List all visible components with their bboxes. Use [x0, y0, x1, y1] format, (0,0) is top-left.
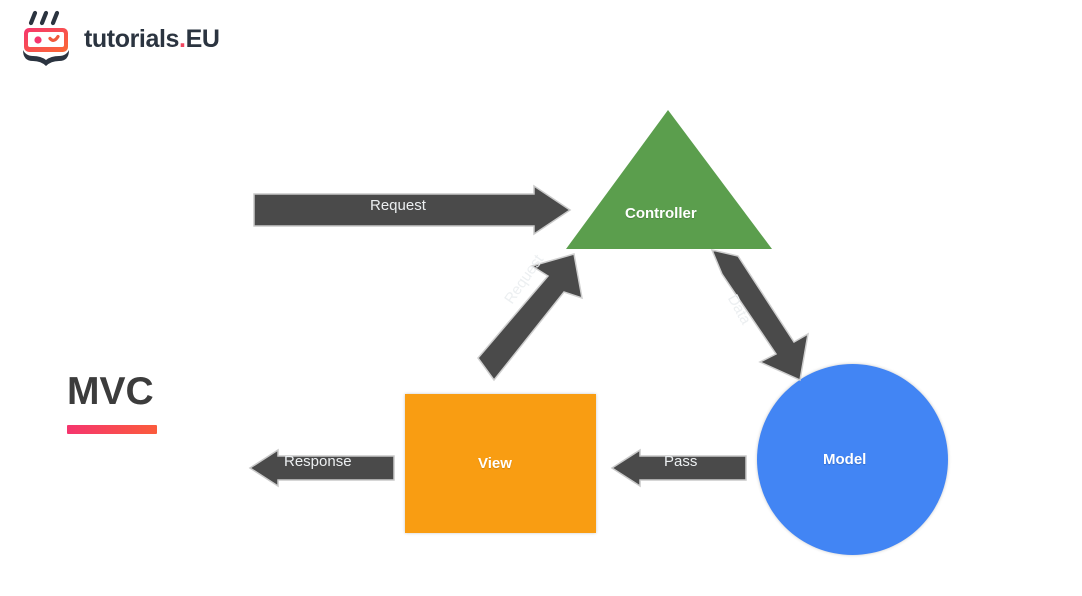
arrow-data: Data: [708, 248, 812, 382]
brand-separator: .: [179, 24, 186, 53]
brand-name: tutorials: [84, 24, 180, 53]
node-view-label: View: [478, 455, 512, 472]
arrow-pass: Pass: [610, 448, 748, 488]
page-title: MVC: [67, 370, 154, 413]
brand-suffix: EU: [185, 24, 220, 53]
arrow-response-label: Response: [284, 453, 352, 470]
node-model: [757, 364, 948, 555]
brand-logo: tutorials.EU: [18, 10, 220, 68]
node-controller: [566, 110, 772, 249]
node-model-label: Model: [823, 451, 867, 468]
page-title-block: MVC: [67, 370, 247, 434]
arrow-request-top: Request: [252, 184, 572, 236]
title-underline-accent: [67, 424, 157, 434]
brand-wordmark: tutorials.EU: [84, 24, 220, 53]
arrow-pass-label: Pass: [664, 453, 698, 470]
node-controller-label: Controller: [625, 205, 697, 222]
arrow-response: Response: [248, 448, 396, 488]
arrow-request-diagonal: Request: [477, 252, 590, 382]
tutorials-eu-logo-icon: [18, 10, 74, 68]
arrow-request-top-label: Request: [370, 197, 426, 214]
node-view: [405, 394, 596, 533]
